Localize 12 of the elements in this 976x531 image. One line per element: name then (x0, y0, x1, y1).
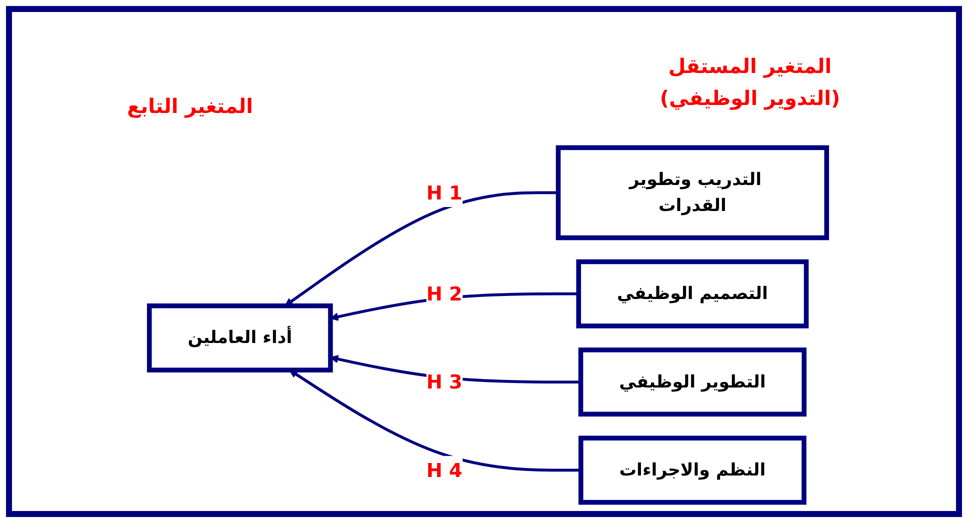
variable-heading: المتغير المستقل (668, 54, 832, 78)
variable-subheading: (التدوير الوظيفي) (660, 86, 840, 110)
edge-label: H 4 (426, 458, 462, 482)
edge-label: H 3 (426, 370, 462, 394)
node-box: التصميم الوظيفي (576, 259, 809, 328)
node-box: النظم والاجراءات (578, 436, 806, 505)
node-box: أداء العاملين (146, 303, 333, 372)
node-box: التطوير الوظيفي (578, 348, 806, 417)
edge-label: H 1 (426, 181, 462, 204)
edge-label: H 2 (426, 282, 462, 306)
node-box: التدريب وتطوير القدرات (556, 145, 830, 240)
variable-heading: المتغير التابع (126, 94, 253, 118)
